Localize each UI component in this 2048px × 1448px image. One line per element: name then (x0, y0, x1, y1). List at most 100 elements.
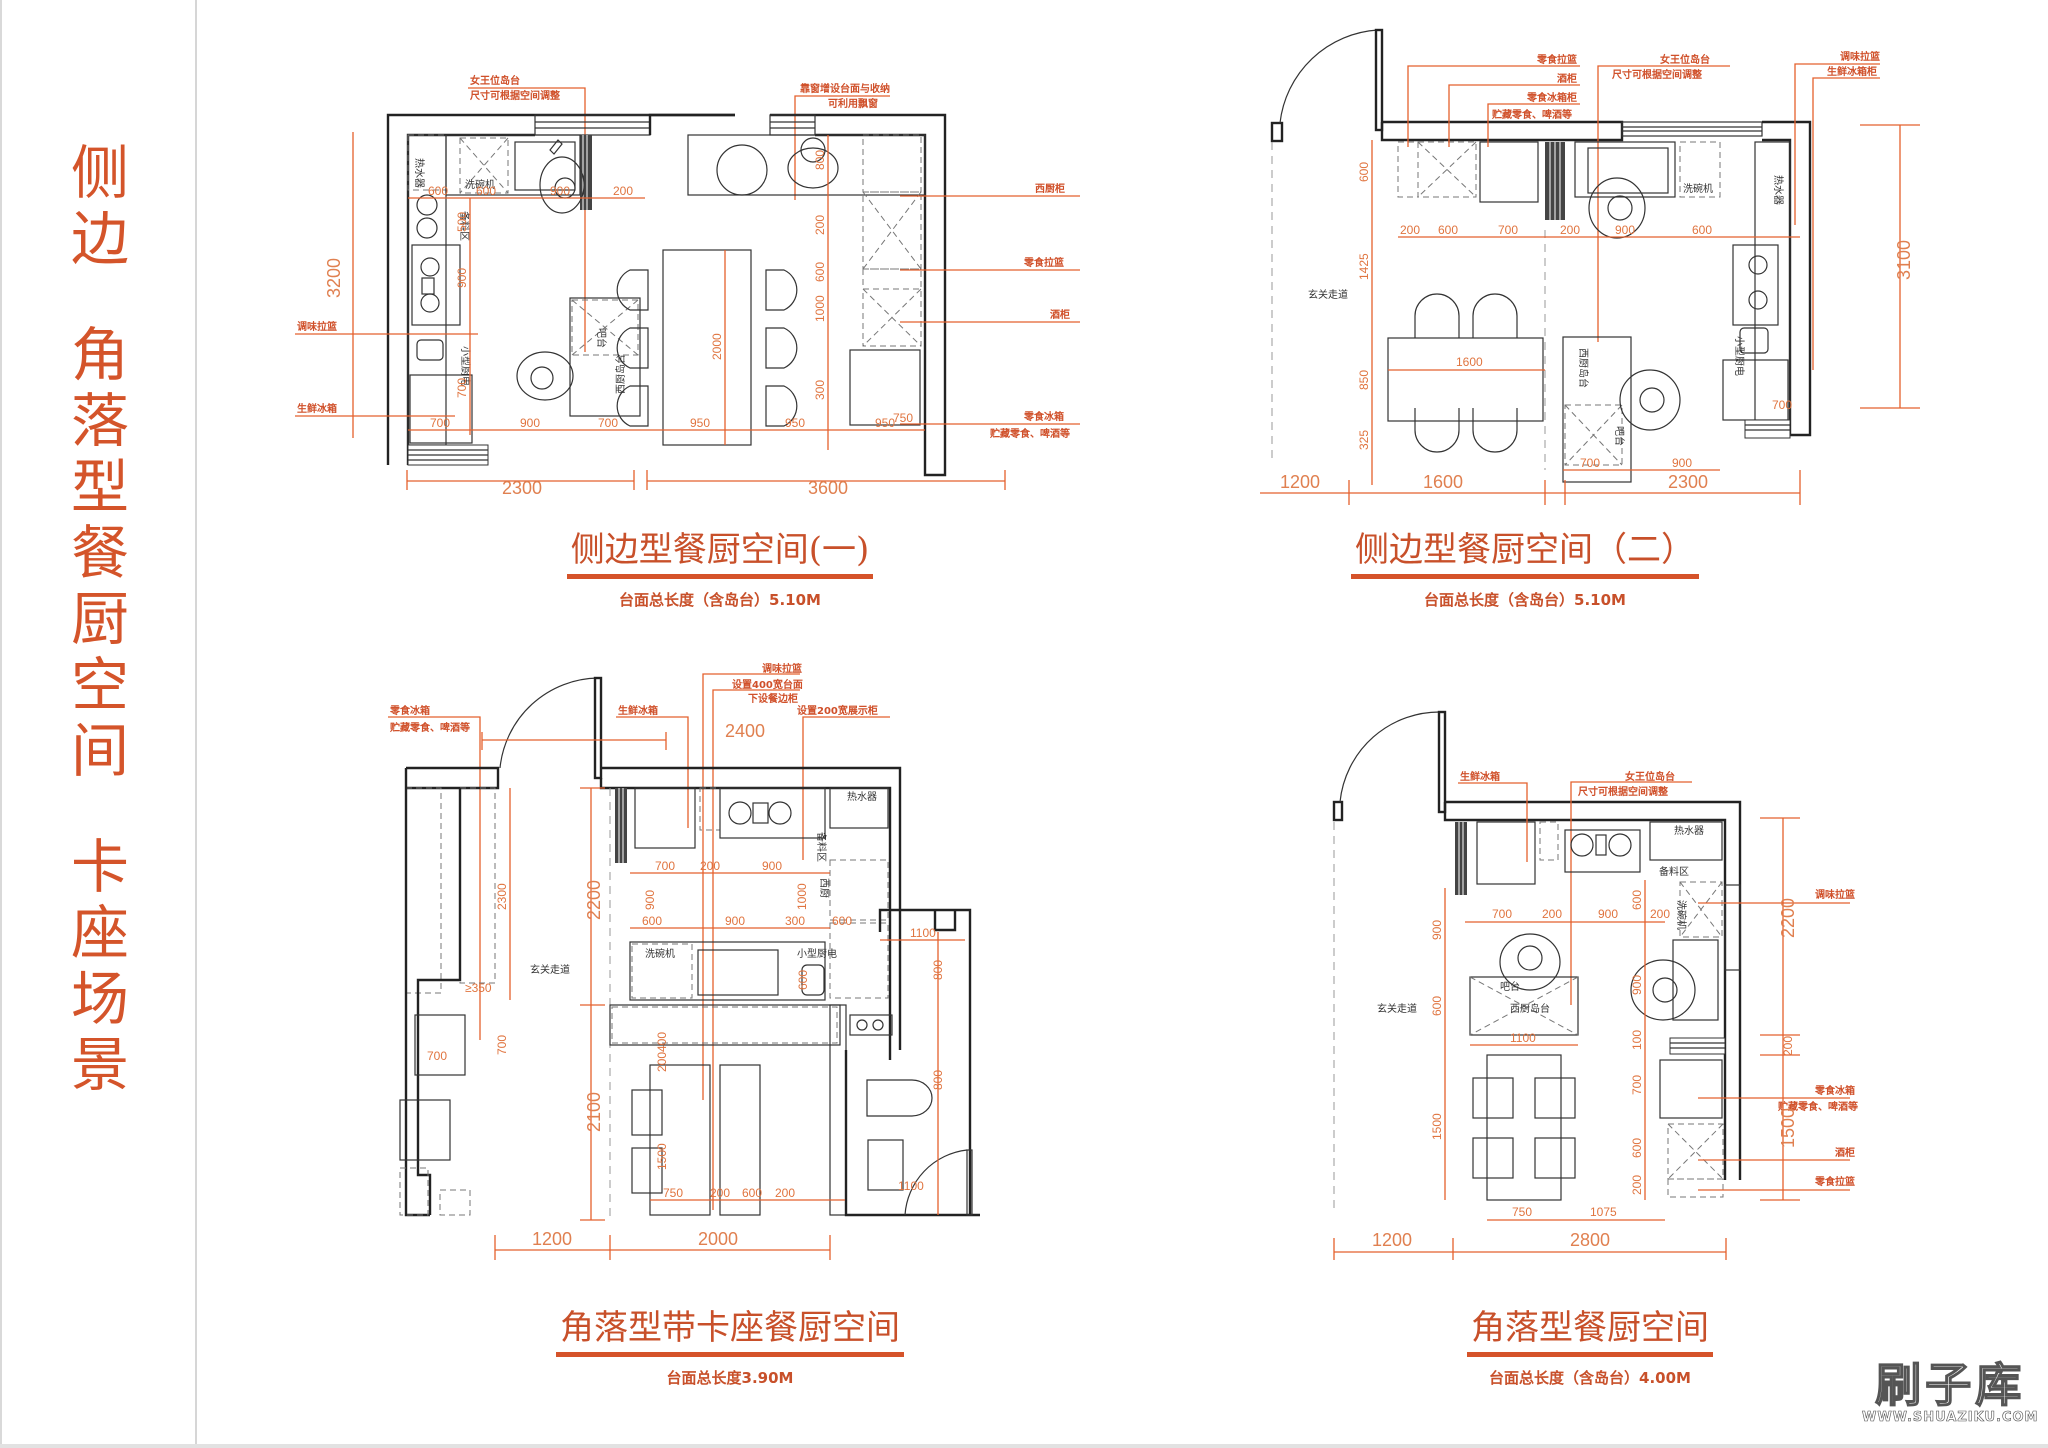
fixture-label: 玄关走道 (1308, 288, 1348, 301)
svg-text:≥350: ≥350 (465, 981, 492, 995)
vertical-section-title: 侧 边 角 落 型 餐 厨 空 间 卡 座 场 景 (60, 140, 140, 1098)
callout-label: 生鲜冰箱 (297, 402, 337, 415)
callout-label: 贮藏零食、啤酒等 (989, 427, 1070, 440)
svg-text:900: 900 (550, 184, 570, 198)
callout-label: 调味拉篮 (297, 320, 337, 333)
dining-chairs (1472, 1077, 1576, 1179)
callout-label: 调味拉篮 (1840, 50, 1880, 63)
svg-text:300: 300 (785, 914, 805, 928)
svg-text:600: 600 (1438, 223, 1458, 237)
dining-chairs (1414, 293, 1518, 453)
fixture-label: 热水器 (413, 158, 426, 188)
callout-label: 零食冰箱 (389, 704, 430, 717)
fixture-label: 西厨岛台 (1510, 1002, 1550, 1015)
fixture-label: 小型厨电 (459, 346, 472, 386)
svg-text:1075: 1075 (1590, 1205, 1617, 1219)
plan-title: 侧边型餐厨空间（二） (1351, 528, 1699, 579)
title-char: 场 (70, 965, 129, 1033)
callout-label: 生鲜冰箱 (1460, 770, 1500, 783)
dim-height: 3200 (324, 258, 344, 298)
svg-text:1425: 1425 (1357, 253, 1371, 280)
callout-label: 酒柜 (1835, 1146, 1855, 1159)
svg-text:900: 900 (1598, 907, 1618, 921)
dim-height: 2100 (584, 1092, 604, 1132)
plan-subtitle: 台面总长度（含岛台）5.10M (1424, 591, 1626, 609)
fixture-label: 洗碗机 (465, 178, 495, 191)
svg-text:200: 200 (1542, 907, 1562, 921)
svg-text:900: 900 (762, 859, 782, 873)
svg-text:950: 950 (875, 416, 895, 430)
svg-text:800: 800 (931, 1070, 945, 1090)
svg-text:600: 600 (1630, 890, 1644, 910)
svg-text:750: 750 (893, 411, 913, 425)
svg-text:700: 700 (598, 416, 618, 430)
title-char: 卡 (70, 833, 129, 901)
svg-text:1600: 1600 (1456, 355, 1483, 369)
plan-title: 侧边型餐厨空间(一) (566, 528, 874, 579)
fixture-label: 西厨岛台 (1577, 348, 1590, 388)
svg-text:900: 900 (520, 416, 540, 430)
plan-caption-side-type-1: 侧边型餐厨空间(一) 台面总长度（含岛台）5.10M (540, 528, 900, 610)
callout-label: 零食拉篮 (1536, 53, 1577, 66)
fixture-label: 玄关走道 (1377, 1002, 1417, 1015)
callout-label: 酒柜 (1050, 308, 1070, 321)
fixture-label: 小型厨电 (1733, 336, 1746, 376)
fixture-label: 吧台 (1500, 980, 1520, 993)
callout-label: 女王位岛台 (1625, 770, 1675, 783)
svg-text:600: 600 (476, 184, 496, 198)
svg-text:600: 600 (1430, 996, 1444, 1016)
dim-height: 2200 (584, 880, 604, 920)
floor-plan-side-type-1: 女王位岛台 尺寸可根据空间调整 靠窗增设台面与收纳 可利用飘窗 热水器 小型厨电… (295, 74, 1080, 498)
plan-caption-side-type-2: 侧边型餐厨空间（二） 台面总长度（含岛台）5.10M (1335, 528, 1715, 610)
svg-text:1500: 1500 (1430, 1113, 1444, 1140)
callout-label: 生鲜冰箱 (618, 704, 658, 717)
fixture-label: 热水器 (847, 790, 877, 803)
dim-height: 3100 (1894, 240, 1914, 280)
dim-width: 2000 (698, 1229, 738, 1249)
fixture-label: 热水器 (1674, 824, 1704, 837)
svg-text:900: 900 (1615, 223, 1635, 237)
watermark-url: WWW.SHUAZIKU.COM (1862, 1410, 2039, 1426)
fixture-label: 玄关走道 (530, 963, 570, 976)
svg-text:900: 900 (725, 914, 745, 928)
svg-text:1100: 1100 (898, 1179, 924, 1193)
dim-height: 200 (1781, 1036, 1795, 1056)
svg-text:200: 200 (1630, 1175, 1644, 1195)
callout-label: 零食冰箱 (1023, 410, 1064, 423)
plan-subtitle: 台面总长度（含岛台）5.10M (619, 591, 821, 609)
svg-text:900: 900 (1630, 975, 1644, 995)
title-char: 餐 (70, 519, 129, 587)
svg-text:600: 600 (1630, 1138, 1644, 1158)
svg-text:200: 200 (813, 215, 827, 235)
callout-label: 调味拉篮 (762, 662, 802, 675)
svg-text:700: 700 (455, 378, 469, 398)
title-char: 空 (70, 651, 129, 719)
svg-text:700: 700 (1492, 907, 1512, 921)
callout-label: 生鲜冰箱柜 (1827, 65, 1877, 78)
svg-text:200: 200 (700, 859, 720, 873)
watermark: 刷子库 WWW.SHUAZIKU.COM (1862, 1359, 2039, 1426)
plan-title: 角落型带卡座餐厨空间 (556, 1306, 904, 1357)
svg-text:700: 700 (1580, 456, 1600, 470)
title-char: 角 (70, 321, 129, 389)
svg-text:900: 900 (455, 268, 469, 288)
svg-text:600: 600 (742, 1186, 762, 1200)
fixture-label: 洗碗机 (1675, 900, 1688, 930)
svg-text:700: 700 (1630, 1075, 1644, 1095)
svg-text:500: 500 (455, 212, 469, 232)
callout-label: 靠窗增设台面与收纳 (800, 82, 890, 95)
dim-width: 1200 (1372, 1230, 1412, 1250)
dim-width: 1600 (1423, 472, 1463, 492)
svg-text:200: 200 (1400, 223, 1420, 237)
svg-text:700: 700 (1498, 223, 1518, 237)
plan-subtitle: 台面总长度3.90M (666, 1369, 794, 1387)
svg-text:600: 600 (1692, 223, 1712, 237)
title-char: 型 (70, 453, 129, 521)
callout-label: 女王位岛台 (470, 74, 520, 87)
dim-width: 2400 (725, 721, 765, 741)
svg-text:950: 950 (785, 416, 805, 430)
page-border-bottom (0, 1444, 2048, 1448)
title-char: 间 (70, 717, 129, 785)
dim-width: 3600 (808, 478, 848, 498)
callout-label: 贮藏零食、啤酒等 (1491, 108, 1572, 121)
